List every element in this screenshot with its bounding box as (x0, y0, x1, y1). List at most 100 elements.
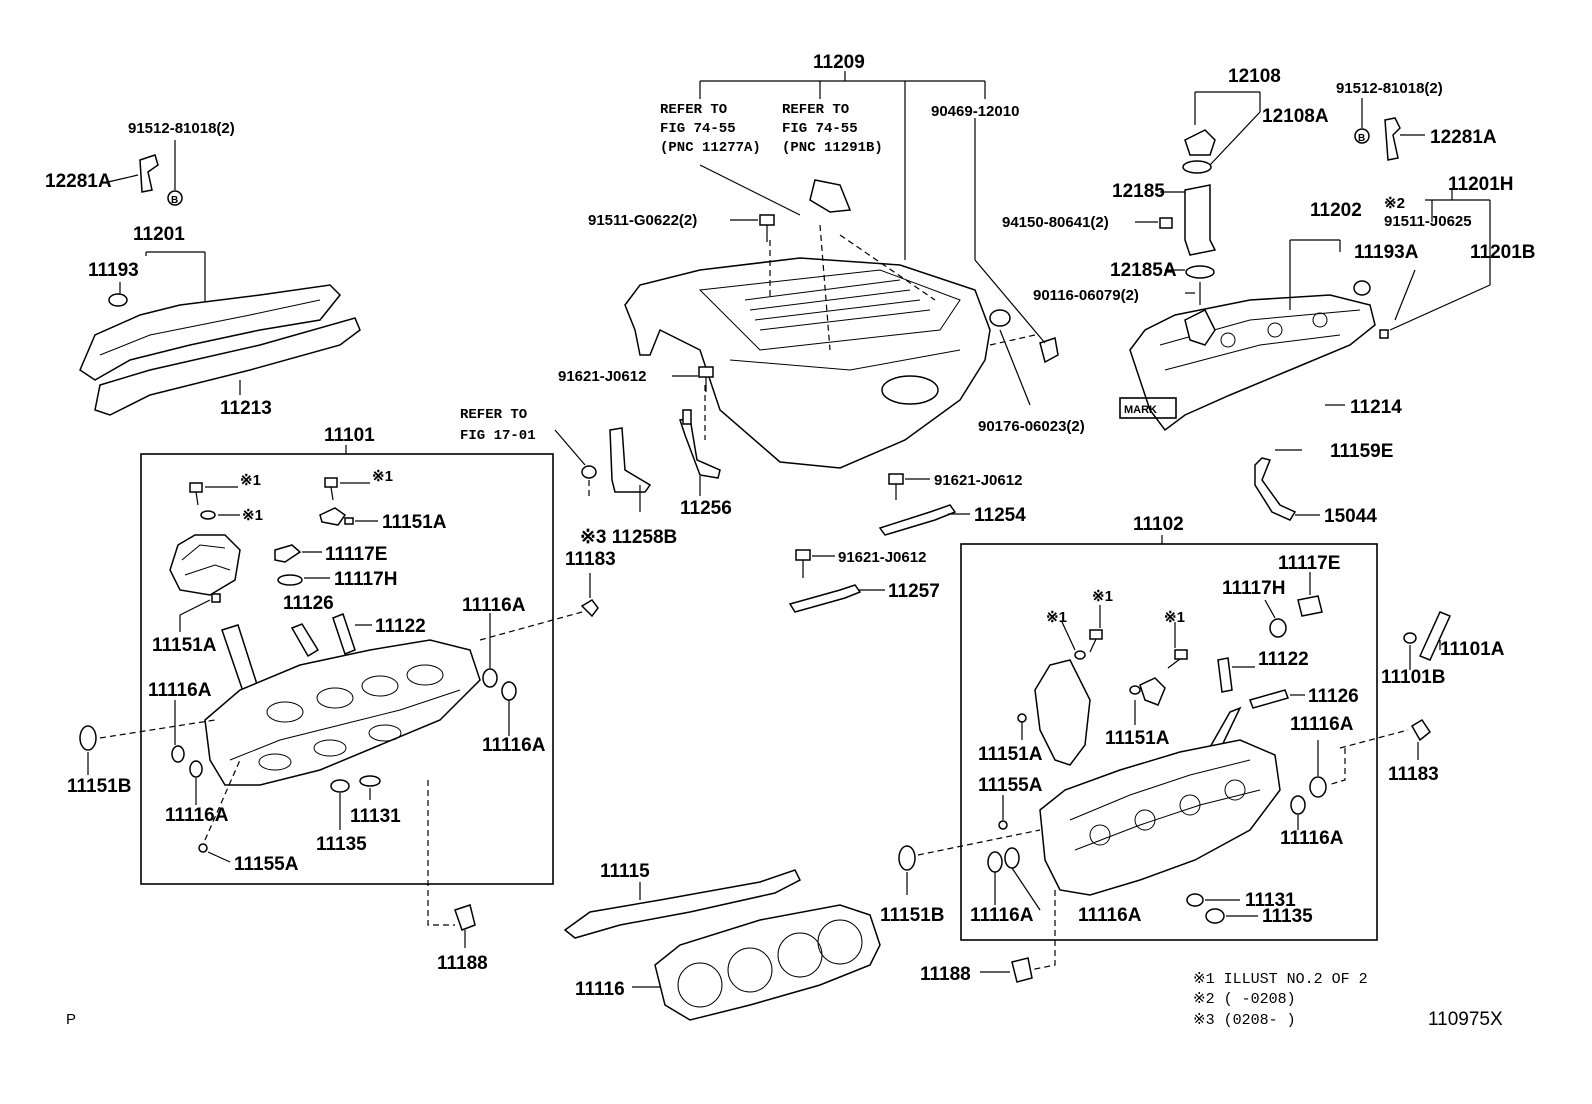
bolt-icon (759, 214, 775, 242)
plug-icon (482, 668, 498, 688)
bracket-group (554, 409, 1320, 613)
bolt-b-icon (167, 190, 183, 206)
cylinder-head-right-box (960, 543, 1378, 941)
mark-x1: ※1 (1046, 609, 1067, 626)
refer-to-label: REFER TO (460, 407, 527, 423)
mark-box (1119, 397, 1177, 419)
hanger-bracket (1384, 117, 1401, 161)
plug-icon (501, 681, 517, 701)
v6-emblem (809, 179, 852, 213)
label-12108A: 12108A (1262, 106, 1329, 127)
valve-cover-left (79, 284, 342, 381)
label-11101A: 11101A (1440, 639, 1505, 660)
bolt-icon (888, 473, 904, 500)
label-11116A: 11116A (970, 905, 1034, 926)
label-91621-J0612: 91621-J0612 (558, 368, 646, 385)
label-11135: 11135 (316, 834, 367, 855)
label-12281A-right: 12281A (1430, 127, 1497, 148)
pnc-label: (PNC 11291B) (782, 140, 883, 156)
plug-icon (580, 599, 599, 618)
clip-icon (1039, 337, 1059, 364)
label-11116A: 11116A (1290, 714, 1354, 735)
label-11131: 11131 (350, 806, 401, 827)
plug-icon (189, 760, 203, 778)
engine-cover-group (624, 71, 1059, 469)
label-11254: 11254 (974, 505, 1026, 526)
mark-x1: ※1 (242, 507, 263, 524)
label-11117H: 11117H (1222, 578, 1285, 599)
gasket-11115 (563, 869, 802, 939)
mark-x1: ※1 (1092, 588, 1113, 605)
gasket-left (94, 317, 361, 416)
cam-cap (1139, 677, 1166, 706)
label-11155A: 11155A (234, 854, 299, 875)
label-11256: 11256 (680, 498, 732, 519)
bolt-icon (795, 549, 811, 578)
label-11135: 11135 (1262, 906, 1313, 927)
gasket-ring-icon (1182, 160, 1212, 174)
figure-id: 110975X (1428, 1009, 1503, 1030)
label-11214: 11214 (1350, 397, 1402, 418)
label-91512-81018-right: 91512-81018(2) (1336, 80, 1443, 97)
plug-icon (454, 904, 476, 931)
label-11151A: 11151A (152, 635, 217, 656)
cam-housing (169, 534, 241, 596)
plug-icon (1011, 957, 1033, 983)
plug-icon (171, 745, 185, 763)
svg-text:B: B (171, 195, 178, 206)
plug-icon (1186, 893, 1204, 907)
cylinder-head-left (204, 639, 481, 786)
label-11209: 11209 (813, 52, 865, 73)
svg-text:B: B (1358, 133, 1365, 144)
label-11101: 11101 (324, 425, 375, 446)
label-11117H: 11117H (334, 569, 397, 590)
oil-filler-pipe (1184, 184, 1217, 256)
label-11117E: 11117E (325, 544, 387, 565)
label-11151A: 11151A (978, 744, 1043, 765)
note-3: ※3 (0208- ) (1193, 1012, 1296, 1029)
label-94150-80641: 94150-80641(2) (1002, 214, 1109, 231)
label-11151A: 11151A (1105, 728, 1170, 749)
plug-icon (274, 544, 302, 563)
cylinder-head-left-box (140, 453, 554, 885)
plug-icon (330, 779, 350, 793)
label-11126: 11126 (1308, 686, 1359, 707)
plug-icon (1410, 718, 1432, 742)
label-11116A: 11116A (148, 680, 212, 701)
gasket-ring-icon (277, 574, 303, 586)
label-12108: 12108 (1228, 66, 1281, 87)
label-11183: 11183 (565, 549, 616, 570)
label-11159E: 11159E (1330, 441, 1393, 462)
label-11122: 11122 (1258, 649, 1309, 670)
fig-ref-label: FIG 17-01 (460, 428, 536, 444)
label-12281A: 12281A (45, 171, 112, 192)
label-91512-81018: 91512-81018(2) (128, 120, 235, 137)
label-11151B: 11151B (67, 776, 131, 797)
plug-icon (1004, 847, 1020, 869)
label-12185A: 12185A (1110, 260, 1177, 281)
pin-icon (1249, 689, 1289, 709)
mark-x1: ※1 (240, 472, 261, 489)
label-90116-06079: 90116-06079(2) (1033, 287, 1139, 304)
label-11188: 11188 (920, 964, 971, 985)
oil-filler-cap (1184, 129, 1216, 156)
left-valve-cover-group: B (79, 140, 361, 416)
bracket-11257 (788, 584, 862, 613)
head-gasket-11116 (654, 904, 881, 1021)
right-side-small-parts (1403, 611, 1452, 760)
mark-x1: ※1 (372, 468, 393, 485)
plug-icon (1290, 795, 1306, 815)
cam-housing (1034, 659, 1091, 766)
refer-to-label: REFER TO (660, 102, 727, 118)
plug-icon (1309, 776, 1327, 798)
pin-icon (332, 613, 356, 655)
label-91621-J0612-b: 91621-J0612 (934, 472, 1022, 489)
label-11151B: 11151B (880, 905, 944, 926)
label-11201B: 11201B (1470, 242, 1536, 263)
mark-label: MARK (1124, 404, 1157, 416)
label-11213: 11213 (220, 398, 272, 419)
label-11193: 11193 (88, 260, 139, 281)
valve-cover-right (1129, 294, 1376, 432)
oil-seal-icon (898, 845, 916, 871)
label-11122: 11122 (375, 616, 426, 637)
